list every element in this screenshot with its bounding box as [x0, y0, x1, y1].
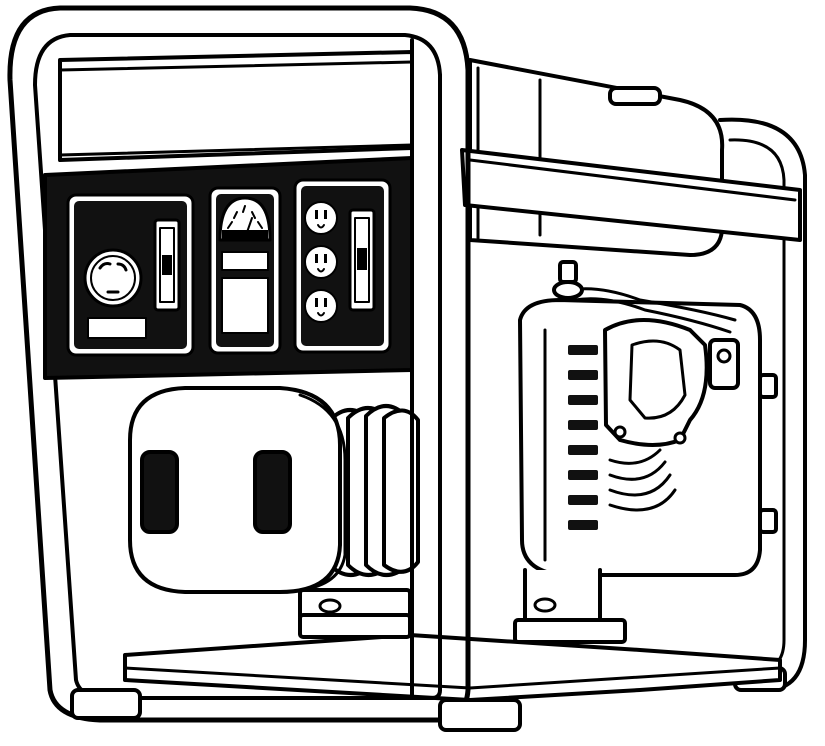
- engine-mount: [513, 618, 627, 644]
- alternator-vent-left: [140, 450, 179, 534]
- meter-label-plate: [221, 251, 269, 271]
- base-plate: [123, 633, 782, 702]
- alternator-end-cover: [128, 386, 342, 594]
- breaker-right: [348, 208, 376, 312]
- engine-cooling-slots: [568, 345, 598, 530]
- breaker-left: [153, 218, 181, 312]
- control-panel: [43, 156, 414, 380]
- duplex-outlet-3: [304, 289, 338, 323]
- spark-plug-cap: [708, 338, 740, 390]
- duplex-outlet-2: [304, 245, 338, 279]
- engine: [513, 260, 778, 644]
- fuel-cap: [608, 86, 662, 106]
- fuel-line: [568, 287, 737, 322]
- alternator: [128, 386, 420, 639]
- outlet-label-plate-left: [87, 317, 147, 339]
- alternator-fins: [328, 404, 420, 577]
- front-frame-right-post: [410, 38, 442, 700]
- duplex-outlet-1: [304, 201, 338, 235]
- meter-info-plate: [221, 277, 269, 334]
- alternator-vent-right: [253, 450, 292, 534]
- fuel-valve: [558, 260, 578, 284]
- front-foot-left: [70, 688, 142, 720]
- meter-gauge: [218, 196, 272, 242]
- top-rail: [460, 148, 802, 242]
- front-foot-right: [438, 698, 522, 732]
- twist-lock-outlet: [83, 248, 143, 308]
- front-frame: [7, 5, 522, 732]
